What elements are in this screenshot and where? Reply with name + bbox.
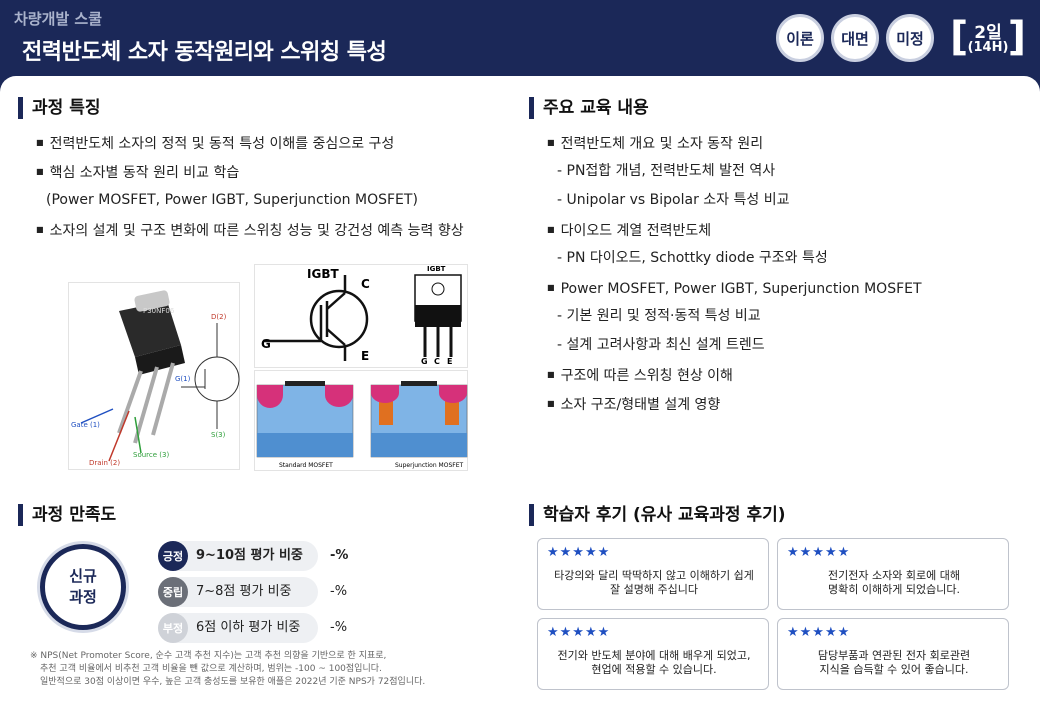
- review-text: 전기전자 소자와 회로에 대해 명확히 이해하게 되었습니다.: [784, 569, 1004, 597]
- duration-days: 2일: [974, 23, 1002, 43]
- feature-item: (Power MOSFET, Power IGBT, Superjunction…: [46, 192, 418, 208]
- review-text: 담당부품과 연관된 전자 회로관련 지식을 습득할 수 있어 좋습니다.: [784, 649, 1004, 677]
- review-text: 타강의와 달리 딱딱하지 않고 이해하기 쉽게 잘 설명해 주십니다: [544, 569, 764, 597]
- review-line: 전기전자 소자와 회로에 대해: [828, 569, 960, 582]
- nps-note-line: ※ NPS(Net Promoter Score, 순수 고객 추천 지수)는 …: [30, 651, 387, 661]
- review-line: 타강의와 달리 딱딱하지 않고 이해하기 쉽게: [554, 569, 754, 582]
- label-standard-mosfet: Standard MOSFET: [279, 462, 333, 469]
- review-line: 잘 설명해 주십니다: [610, 583, 698, 596]
- curriculum-item: 구조에 따른 스위칭 현상 이해: [547, 360, 922, 389]
- course-title: 전력반도체 소자 동작원리와 스위칭 특성: [22, 40, 387, 65]
- label-emitter: E: [361, 349, 370, 363]
- bracket-right: ]: [1007, 14, 1026, 60]
- label-pin-g: G: [421, 357, 428, 366]
- label-s3: S(3): [211, 431, 226, 439]
- features-title: 과정 특징: [18, 97, 100, 119]
- nps-row-negative: 부정 6점 이하 평가 비중: [158, 613, 318, 643]
- curriculum-list: 전력반도체 개요 및 소자 동작 원리 - PN접합 개념, 전력반도체 발전 …: [547, 128, 922, 418]
- review-card: ★★★★★ 담당부품과 연관된 전자 회로관련 지식을 습득할 수 있어 좋습니…: [777, 618, 1009, 690]
- reviews-title: 학습자 후기 (유사 교육과정 후기): [529, 504, 786, 526]
- curriculum-subitem: - PN 다이오드, Schottky diode 구조와 특성: [557, 250, 828, 266]
- curriculum-item: 다이오드 계열 전력반도체: [547, 215, 922, 244]
- nps-row-neutral: 중립 7~8점 평가 비중: [158, 577, 318, 607]
- curriculum-item: 소자 구조/형태별 설계 영향: [547, 389, 922, 418]
- label-d2: D(2): [211, 313, 227, 321]
- label-pin-e: E: [447, 357, 453, 366]
- new-course-circle: 신규 과정: [40, 544, 126, 630]
- curriculum-item: Power MOSFET, Power IGBT, Superjunction …: [547, 273, 922, 302]
- badge-schedule: 미정: [886, 14, 934, 62]
- label-source: Source (3): [133, 451, 170, 459]
- feature-item: 소자의 설계 및 구조 변화에 따른 스위칭 성능 및 강건성 예측 능력 향상: [36, 215, 464, 244]
- feature-item: 전력반도체 소자의 정적 및 동적 특성 이해를 중심으로 구성: [36, 128, 464, 157]
- duration-hours: (14H): [967, 40, 1009, 55]
- positive-label: 9~10점 평가 비중: [196, 548, 303, 563]
- review-text: 전기와 반도체 분야에 대해 배우게 되었고, 현업에 적용할 수 있습니다.: [544, 649, 764, 677]
- review-line: 현업에 적용할 수 있습니다.: [591, 663, 717, 676]
- bracket-left: [: [950, 14, 969, 60]
- review-line: 지식을 습득할 수 있어 좋습니다.: [819, 663, 969, 676]
- negative-tag: 부정: [158, 613, 188, 643]
- badge-offline: 대면: [831, 14, 879, 62]
- negative-label: 6점 이하 평가 비중: [196, 620, 301, 635]
- label-superjunction-mosfet: Superjunction MOSFET: [395, 462, 464, 469]
- neutral-value: -%: [330, 584, 348, 599]
- label-g1: G(1): [175, 375, 191, 383]
- label-gate-symbol: G: [261, 337, 271, 351]
- review-line: 명확히 이해하게 되었습니다.: [828, 583, 960, 596]
- header-bar: 차량개발 스쿨 전력반도체 소자 동작원리와 스위칭 특성 이론 대면 미정 […: [0, 0, 1040, 82]
- duration-box: [ ] 2일 (14H): [950, 14, 1026, 62]
- curriculum-subitem: - 기본 원리 및 정적·동적 특성 비교: [557, 308, 761, 324]
- content-panel: 과정 특징 전력반도체 소자의 정적 및 동적 특성 이해를 중심으로 구성 핵…: [0, 76, 1040, 720]
- mosfet-part-number: P30NF06: [143, 307, 175, 315]
- badge-theory: 이론: [776, 14, 824, 62]
- circle-line1: 신규: [69, 567, 97, 585]
- mosfet-cross-section-image: Standard MOSFET Superjunction MOSFET: [254, 370, 468, 471]
- star-rating-icon: ★★★★★: [787, 625, 851, 640]
- positive-value: -%: [330, 548, 349, 563]
- negative-value: -%: [330, 620, 348, 635]
- curriculum-title: 주요 교육 내용: [529, 97, 649, 119]
- label-package-igbt: IGBT: [427, 265, 446, 273]
- review-line: 담당부품과 연관된 전자 회로관련: [817, 649, 971, 662]
- nps-footnote: ※ NPS(Net Promoter Score, 순수 고객 추천 지수)는 …: [30, 650, 425, 689]
- curriculum-subitem: - Unipolar vs Bipolar 소자 특성 비교: [557, 192, 790, 208]
- feature-item: 핵심 소자별 동작 원리 비교 학습: [36, 157, 464, 186]
- positive-tag: 긍정: [158, 541, 188, 571]
- mosfet-package-image: P30NF06 D(2) G(1) S(3) Gate (1) Drain (2…: [68, 282, 240, 470]
- review-line: 전기와 반도체 분야에 대해 배우게 되었고,: [557, 649, 751, 662]
- neutral-tag: 중립: [158, 577, 188, 607]
- star-rating-icon: ★★★★★: [547, 625, 611, 640]
- review-card: ★★★★★ 전기와 반도체 분야에 대해 배우게 되었고, 현업에 적용할 수 …: [537, 618, 769, 690]
- curriculum-item: 전력반도체 개요 및 소자 동작 원리: [547, 128, 922, 157]
- review-card: ★★★★★ 타강의와 달리 딱딱하지 않고 이해하기 쉽게 잘 설명해 주십니다: [537, 538, 769, 610]
- nps-note-line: 추천 고객 비율에서 비추천 고객 비율을 뺀 값으로 계산하며, 범위는 -1…: [40, 664, 382, 674]
- review-card: ★★★★★ 전기전자 소자와 회로에 대해 명확히 이해하게 되었습니다.: [777, 538, 1009, 610]
- curriculum-subitem: - PN접합 개념, 전력반도체 발전 역사: [557, 163, 776, 179]
- label-igbt: IGBT: [307, 267, 339, 281]
- school-name: 차량개발 스쿨: [14, 10, 103, 28]
- nps-note-line: 일반적으로 30점 이상이면 우수, 높은 고객 충성도를 보유한 애플은 20…: [40, 677, 426, 687]
- label-collector: C: [361, 277, 370, 291]
- nps-row-positive: 긍정 9~10점 평가 비중: [158, 541, 318, 571]
- cross-section-graphic: [256, 381, 468, 458]
- neutral-label: 7~8점 평가 비중: [196, 584, 292, 599]
- curriculum-subitem: - 설계 고려사항과 최신 설계 트렌드: [557, 337, 765, 353]
- label-pin-c: C: [434, 357, 440, 366]
- igbt-symbol-graphic: [263, 274, 462, 361]
- circle-line2: 과정: [69, 588, 97, 606]
- igbt-symbol-image: IGBT C G E IGBT G C E: [254, 264, 468, 368]
- mosfet-package-graphic: [80, 290, 240, 462]
- star-rating-icon: ★★★★★: [547, 545, 611, 560]
- features-list: 전력반도체 소자의 정적 및 동적 특성 이해를 중심으로 구성 핵심 소자별 …: [36, 128, 464, 244]
- label-drain: Drain (2): [89, 459, 121, 467]
- star-rating-icon: ★★★★★: [787, 545, 851, 560]
- label-gate: Gate (1): [71, 421, 100, 429]
- satisfaction-title: 과정 만족도: [18, 504, 116, 526]
